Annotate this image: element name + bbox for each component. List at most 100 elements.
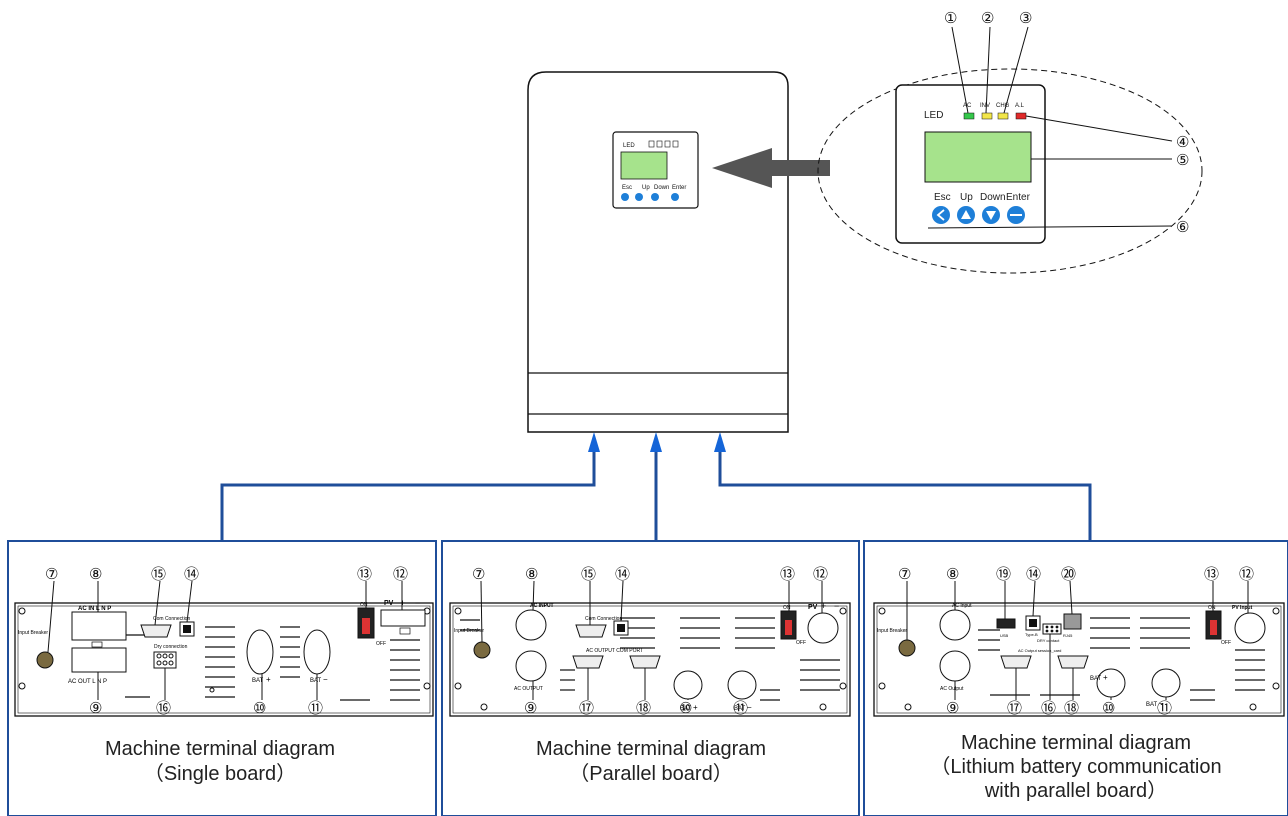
callout-11: ⑪ (733, 700, 748, 717)
ac-output-label: AC Output (940, 686, 964, 692)
callout-12: ⑫ (393, 566, 408, 583)
connector-arrows (588, 432, 726, 452)
mini-lcd-screen (620, 151, 668, 180)
com-connection-label: Com Connection (153, 616, 190, 622)
mini-up-button (635, 193, 643, 201)
bat-negative-label: BAT (1146, 702, 1158, 708)
callout-16: ⑯ (1041, 700, 1056, 717)
callout-14: ⑭ (1026, 566, 1041, 583)
board-single-leader-lines (47, 580, 403, 700)
callout-18: ⑱ (636, 700, 651, 717)
triangle-up-icon (961, 210, 971, 219)
terminal-board-parallel: Input Breaker AC INPUT AC OUTPUT Com Con… (449, 602, 851, 717)
callout-8: ⑧ (89, 566, 102, 583)
dry-contact-terminal (1042, 623, 1062, 635)
bat-plus-icon: + (266, 675, 271, 684)
callout-2: ② (981, 10, 994, 27)
callout-12: ⑫ (813, 566, 828, 583)
parallel-port-2 (629, 655, 661, 669)
pv-minus-icon: − (834, 601, 839, 611)
bat-plus-icon: + (693, 703, 698, 712)
bat-positive-terminal (1096, 668, 1126, 698)
terminal-board-single: Input Breaker AC IN L N P AC OUT L N P C… (14, 600, 434, 717)
enter-button (1007, 206, 1025, 224)
esc-button (932, 206, 950, 224)
callout-14: ⑭ (615, 566, 630, 583)
parallel-port-label: AC OUTPUT COM PORT (586, 648, 643, 654)
led-chg-indicator (997, 112, 1009, 120)
callout-8: ⑧ (946, 566, 959, 583)
inverter-body (527, 71, 789, 433)
pv-label: PV Input (1232, 605, 1253, 611)
input-breaker-label: Input Breaker (454, 628, 484, 634)
callout-12: ⑫ (1239, 566, 1254, 583)
com-connection-label: Com Connection (585, 616, 622, 622)
switch-off-label: OFF (1221, 640, 1231, 646)
bat-negative-terminal (727, 670, 757, 700)
up-label: Up (960, 192, 973, 203)
pv-label: PV (808, 604, 818, 611)
zoom-arrow-icon (712, 148, 830, 188)
mini-enter-label: Enter (672, 185, 686, 191)
pv-terminal (380, 609, 426, 627)
callout-17: ⑰ (579, 700, 594, 717)
board-lithium-leader-lines (906, 580, 1249, 700)
bat-positive-label: BAT (252, 678, 264, 684)
bat-positive-terminal (673, 670, 703, 700)
callout-3: ③ (1019, 10, 1032, 27)
bat-minus-icon: − (1159, 699, 1164, 708)
led-chg-label: CHG (996, 103, 1010, 109)
input-breaker-knob (36, 651, 54, 669)
bat-plus-icon: + (1103, 673, 1108, 682)
bat-negative-label: BAT (734, 706, 746, 712)
ac-input-label: AC Input (952, 603, 972, 609)
callout-6: ⑥ (1176, 219, 1189, 236)
callout-13: ⑬ (357, 566, 372, 583)
pv-terminal (807, 612, 839, 644)
bat-positive-label: BAT (1090, 676, 1102, 682)
triangle-down-icon (986, 211, 996, 220)
com-port-db9 (140, 624, 172, 638)
dry-contact-label: DRY contact (1037, 638, 1060, 643)
bat-negative-label: BAT (310, 678, 322, 684)
usb-label: USB (1000, 633, 1009, 638)
callout-7: ⑦ (45, 566, 58, 583)
dry-connection-label: Dry connection (154, 644, 188, 650)
led-ac-label: AC (963, 103, 972, 109)
bat-positive-label: BAT (680, 706, 692, 712)
caption-lithium-line3: with parallel board） (984, 779, 1167, 802)
mini-esc-button (621, 193, 629, 201)
mini-control-panel: LED Esc Up Down Enter (612, 131, 699, 209)
ac-input-label: AC INPUT (530, 603, 554, 609)
ac-out-label: AC OUT L N P (68, 679, 107, 685)
caption-single-line1: Machine terminal diagram (105, 738, 335, 760)
pv-minus-icon: − (415, 598, 420, 608)
pv-label: PV (384, 600, 394, 607)
ac-output-label: AC OUTPUT (514, 686, 543, 692)
bat-minus-icon: − (747, 703, 752, 712)
input-breaker-knob (473, 641, 491, 659)
caption-parallel-line1: Machine terminal diagram (536, 738, 766, 760)
chevron-left-icon (936, 209, 945, 221)
type-b-label: Type-B (1025, 632, 1038, 637)
parallel-port-1 (1000, 655, 1032, 669)
board-parallel-leader-lines (480, 580, 823, 700)
switch-on-label: ON (783, 605, 791, 611)
com-port-db9 (575, 624, 607, 638)
callout-11: ⑪ (1157, 700, 1172, 717)
callout-9: ⑨ (89, 700, 102, 717)
led-inv-indicator (981, 112, 993, 120)
callout-14: ⑭ (184, 566, 199, 583)
callout-19: ⑲ (996, 566, 1011, 583)
callout-15: ⑮ (151, 566, 166, 583)
input-breaker-knob (898, 639, 916, 657)
callout-16: ⑯ (156, 700, 171, 717)
mini-esc-label: Esc (622, 185, 632, 191)
pv-plus-icon: + (400, 598, 405, 608)
down-button (982, 206, 1000, 224)
mini-down-button (651, 193, 659, 201)
bat-negative-terminal (303, 629, 331, 675)
switch-on-label: ON (1208, 605, 1216, 611)
switch-on-label: ON (360, 602, 368, 608)
